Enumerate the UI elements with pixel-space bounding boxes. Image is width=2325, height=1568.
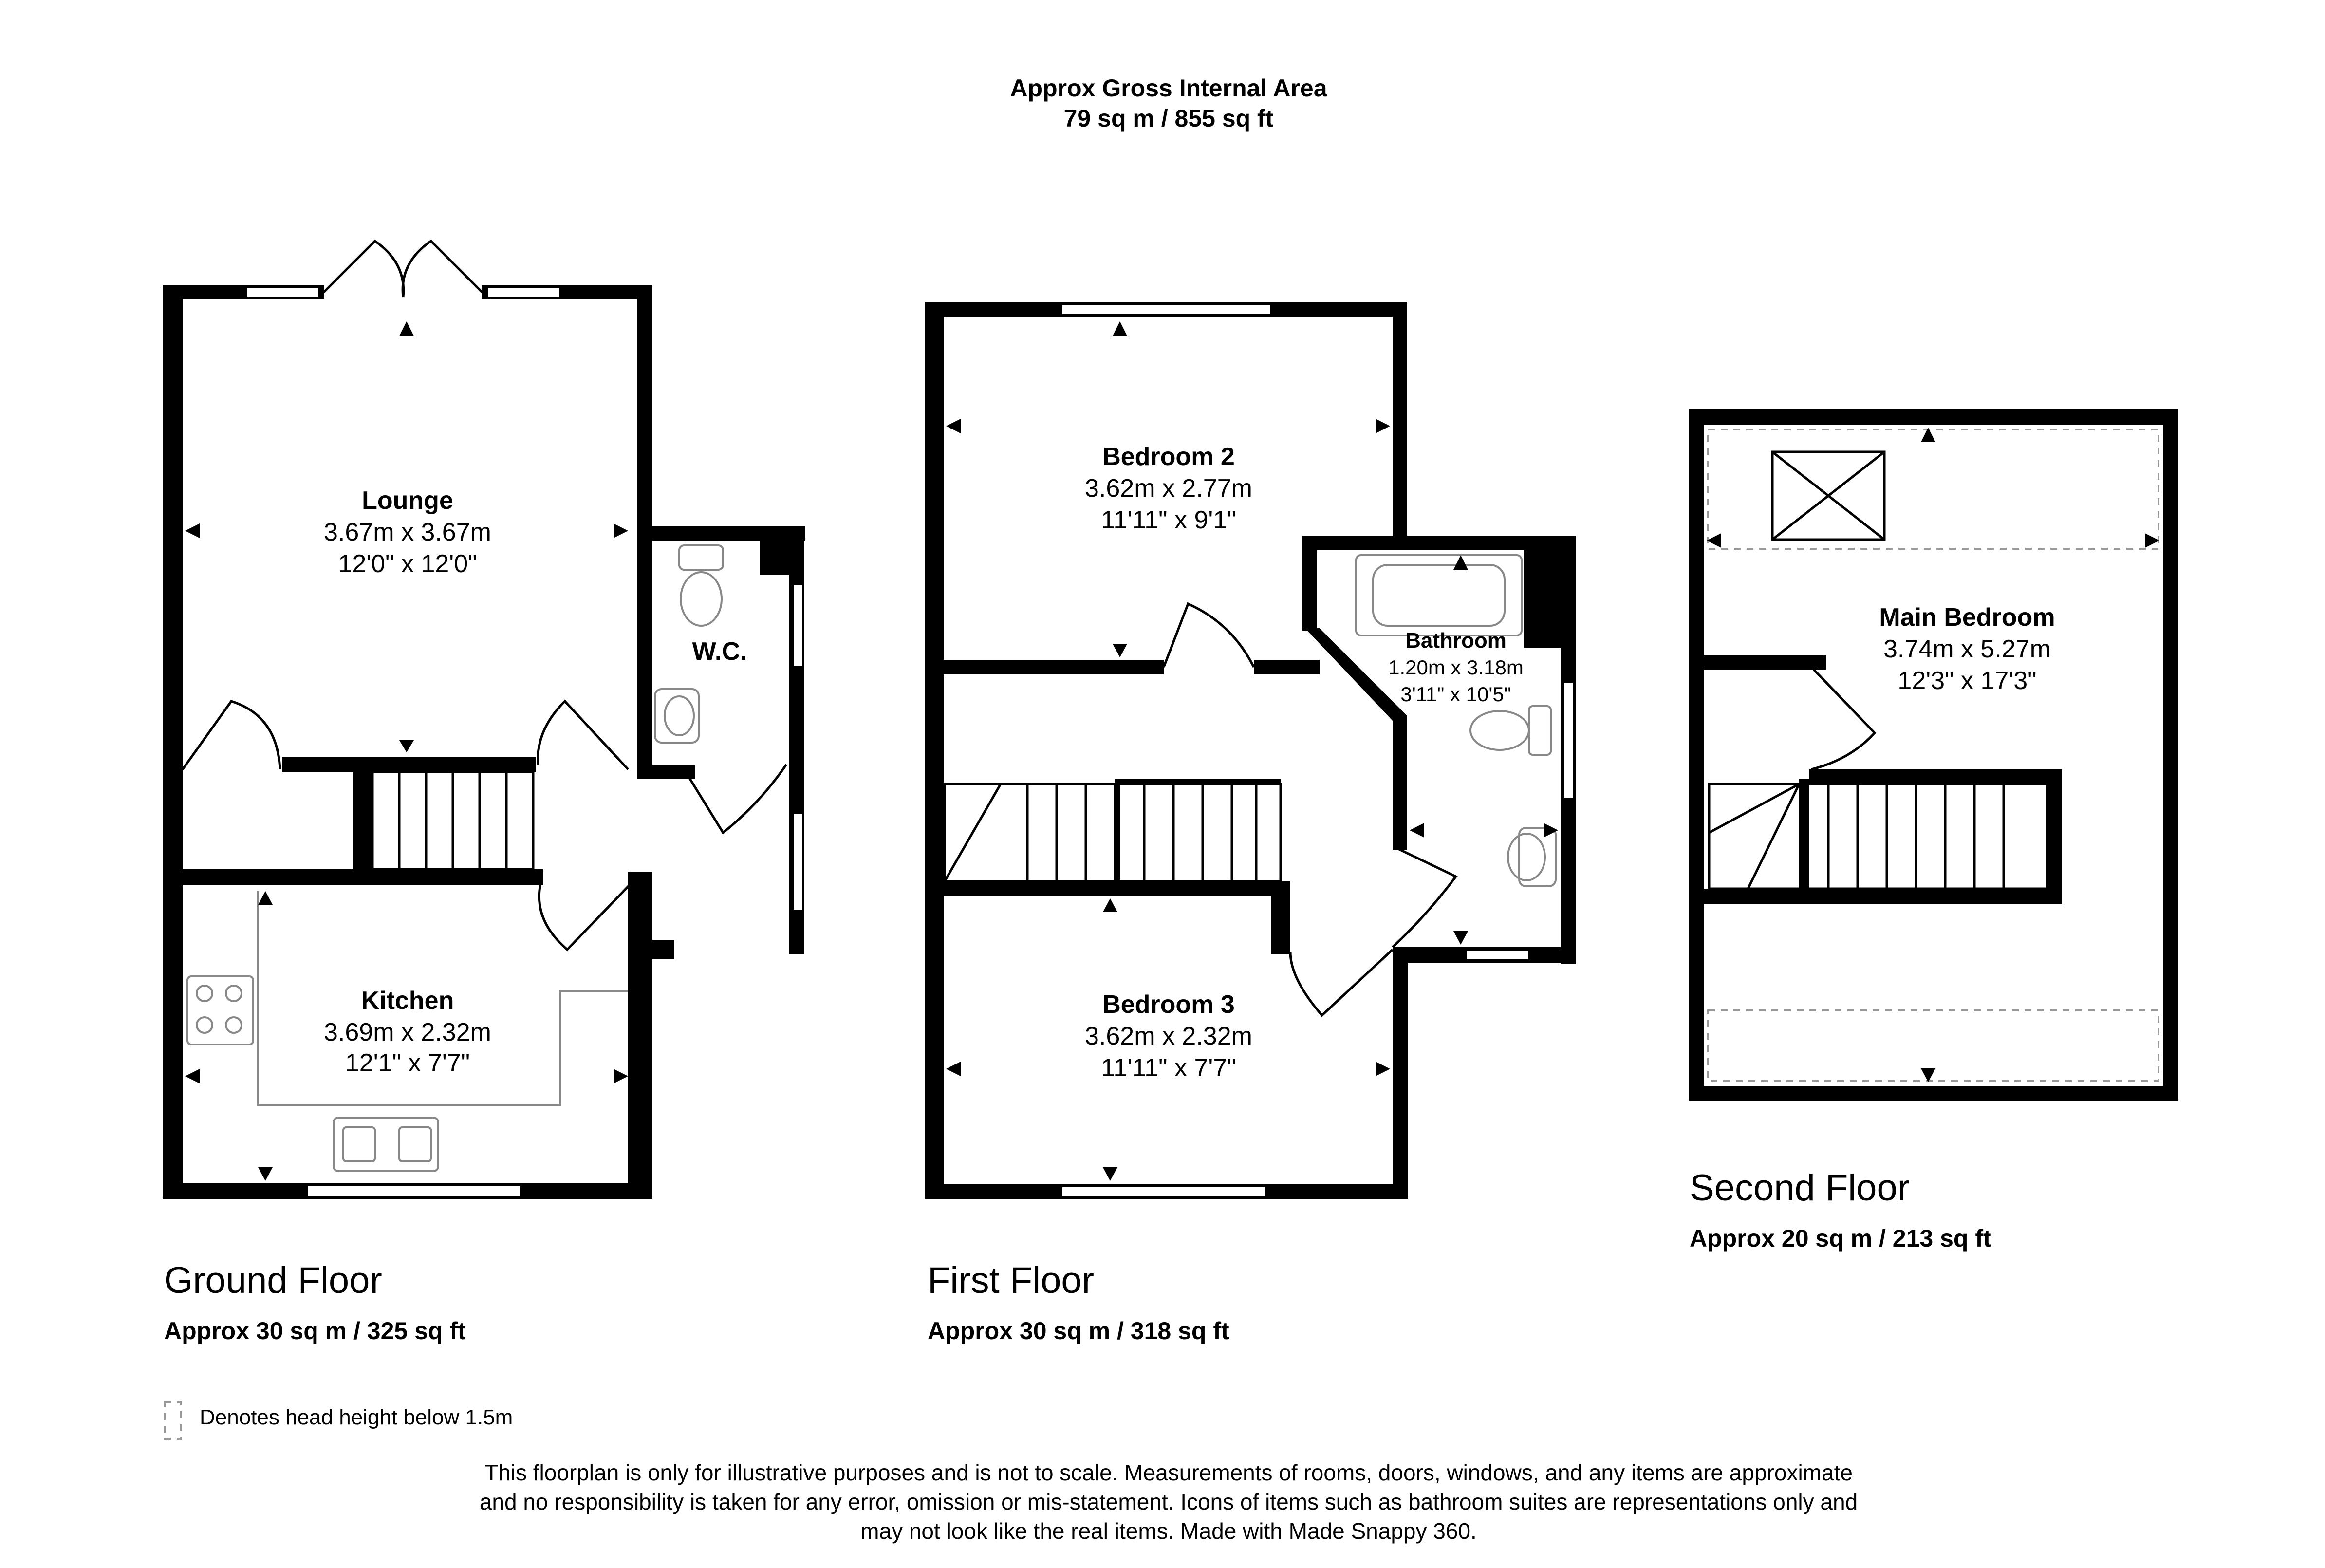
second-floor-area: Approx 20 sq m / 213 sq ft <box>1690 1225 1991 1252</box>
ground-floor-title: Ground Floor <box>164 1260 382 1301</box>
ground-floor-plan <box>163 239 805 1199</box>
room-name-lounge: Lounge <box>362 486 453 515</box>
room-imperial-kitchen: 12'1" x 7'7" <box>345 1049 470 1077</box>
second-floor-plan <box>1689 409 2178 1101</box>
head-height-legend-text: Denotes head height below 1.5m <box>200 1405 513 1429</box>
room-imperial-lounge: 12'0" x 12'0" <box>338 550 477 578</box>
disclaimer-line-3: may not look like the real items. Made w… <box>860 1518 1477 1544</box>
room-metric-bedroom-2: 3.62m x 2.77m <box>1085 474 1252 503</box>
room-metric-main-bedroom: 3.74m x 5.27m <box>1883 635 2051 663</box>
room-metric-kitchen: 3.69m x 2.32m <box>324 1018 491 1046</box>
room-name-bathroom: Bathroom <box>1405 629 1507 653</box>
room-name-kitchen: Kitchen <box>361 987 454 1015</box>
room-metric-bathroom: 1.20m x 3.18m <box>1388 656 1524 679</box>
room-imperial-bathroom: 3'11" x 10'5" <box>1400 683 1511 706</box>
second-floor-title: Second Floor <box>1690 1167 1910 1209</box>
first-floor-area: Approx 30 sq m / 318 sq ft <box>928 1317 1229 1344</box>
room-imperial-bedroom-3: 11'11" x 7'7" <box>1101 1054 1236 1082</box>
head-height-legend-icon <box>164 1401 182 1440</box>
room-metric-lounge: 3.67m x 3.67m <box>324 518 491 546</box>
first-floor-title: First Floor <box>928 1260 1094 1301</box>
first-floor-plan <box>925 302 1576 1199</box>
room-name-bedroom-3: Bedroom 3 <box>1102 990 1235 1019</box>
ground-floor-area: Approx 30 sq m / 325 sq ft <box>164 1317 466 1344</box>
room-imperial-bedroom-2: 11'11" x 9'1" <box>1101 506 1236 534</box>
room-metric-bedroom-3: 3.62m x 2.32m <box>1085 1022 1252 1050</box>
gross-area-title: Approx Gross Internal Area <box>1010 75 1327 102</box>
gross-area-value: 79 sq m / 855 sq ft <box>1064 105 1274 132</box>
room-name-main-bedroom: Main Bedroom <box>1879 603 2055 632</box>
room-name-bedroom-2: Bedroom 2 <box>1102 443 1235 471</box>
room-imperial-main-bedroom: 12'3" x 17'3" <box>1897 667 2036 695</box>
room-name-wc: W.C. <box>692 637 747 666</box>
disclaimer-line-1: This floorplan is only for illustrative … <box>484 1460 1853 1485</box>
disclaimer-line-2: and no responsibility is taken for any e… <box>480 1489 1858 1514</box>
